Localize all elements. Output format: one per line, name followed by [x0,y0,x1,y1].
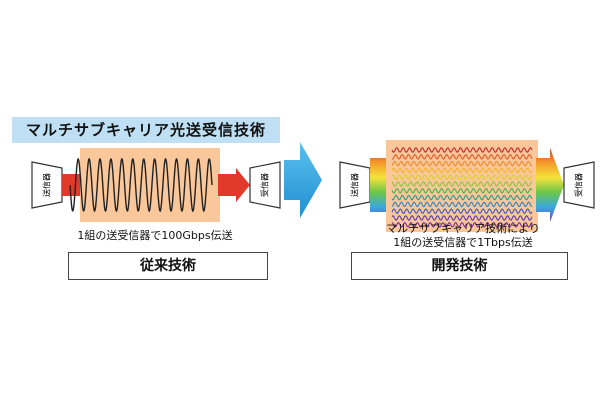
subcarrier-wave [391,201,533,208]
left-transmitter-label: 送信器 [42,173,52,197]
subcarrier-wave [391,187,533,194]
subcarrier-wave [391,147,533,153]
right-transmitter-label: 送信器 [350,173,360,197]
subcarrier-wave [391,160,533,167]
subcarrier-wave [391,167,533,174]
left-receiver: 受信器 [249,161,281,209]
subcarrier-wave [391,194,533,201]
left-caption: 1組の送受信器で100Gbps伝送 [77,229,233,242]
developed-tech-label: 開発技術 [351,252,568,280]
subcarrier-wave [391,174,533,181]
subcarrier-wave [391,215,533,221]
right-receiver-label: 受信器 [574,173,584,197]
right-receiver: 受信器 [563,161,595,209]
subcarrier-wave [391,208,533,215]
left-transmitter: 送信器 [31,161,63,209]
conventional-tech-label: 従来技術 [68,252,268,280]
right-transmitter: 送信器 [339,161,371,209]
left-output-arrow [218,168,250,202]
subcarrier-wave [391,181,533,187]
right-subcarrier-waves [391,147,533,228]
right-output-arrow [536,148,564,222]
right-caption-line1: マルチサブキャリア技術により [386,222,540,235]
diagram-title: マルチサブキャリア光送受信技術 [12,117,280,143]
transition-arrow [284,142,322,218]
left-signal-wave [69,157,213,213]
right-caption-line2: 1組の送受信器で1Tbps伝送 [393,236,533,249]
left-receiver-label: 受信器 [260,173,270,197]
subcarrier-wave [391,153,533,160]
subcarrier-wave [391,221,533,228]
